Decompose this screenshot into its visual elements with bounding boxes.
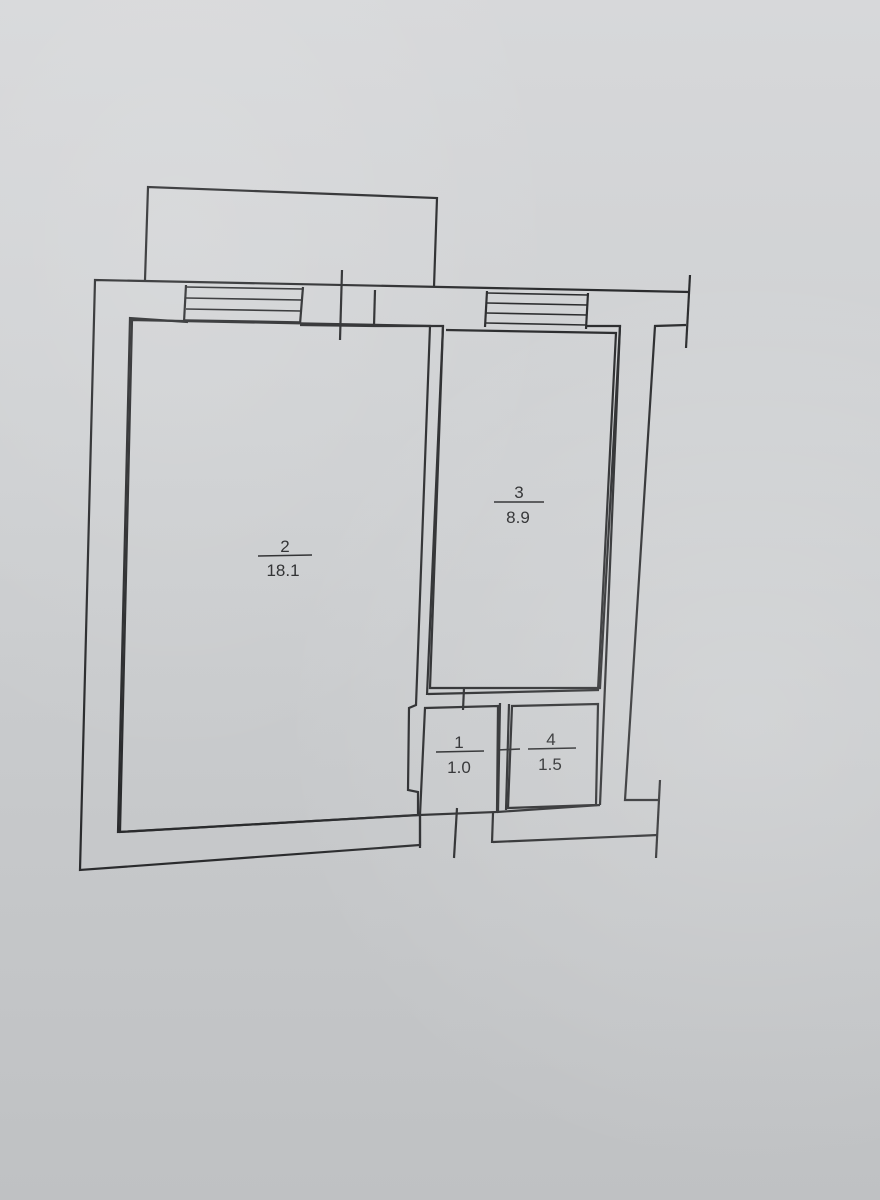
bottom-inner-wall-right — [496, 803, 601, 814]
bottom-wall-right — [492, 833, 659, 844]
room-3-left-wall — [425, 325, 445, 696]
partition-wall — [375, 324, 622, 690]
room-number: 4 — [546, 730, 555, 749]
room-label-3: 3 8.9 — [494, 483, 544, 527]
entrance-door-mark — [452, 807, 459, 859]
room-number: 2 — [280, 537, 289, 556]
window-room-2 — [182, 284, 305, 325]
wall-segment — [372, 289, 377, 327]
wall-segment — [504, 703, 511, 811]
room-label-1: 1 1.0 — [435, 733, 485, 777]
room-label-4: 4 1.5 — [527, 730, 577, 774]
room-number: 3 — [514, 483, 523, 502]
outer-wall — [78, 278, 691, 872]
room-area: 1.0 — [447, 758, 471, 777]
balcony-door-mark — [338, 269, 344, 341]
room-area: 18.1 — [266, 561, 299, 580]
wall-end-right-bottom — [654, 779, 662, 859]
balcony-outline — [143, 185, 439, 288]
window-room-3 — [483, 290, 590, 330]
room-label-2: 2 18.1 — [257, 537, 313, 580]
room-area: 8.9 — [506, 508, 530, 527]
wall-segment — [299, 323, 376, 328]
door-mark-room-4 — [496, 748, 521, 751]
room-area: 1.5 — [538, 755, 562, 774]
room-2-outline — [118, 318, 432, 834]
wall-segment — [496, 702, 502, 813]
partition-wall-inner — [445, 328, 618, 691]
entrance-wall-right — [490, 812, 495, 844]
room-3-bottom-wall — [427, 688, 600, 696]
corridor-wall — [623, 323, 687, 802]
wall-end-right-top — [684, 274, 692, 349]
corridor-inner-wall — [598, 325, 622, 806]
room-number: 1 — [454, 733, 463, 752]
